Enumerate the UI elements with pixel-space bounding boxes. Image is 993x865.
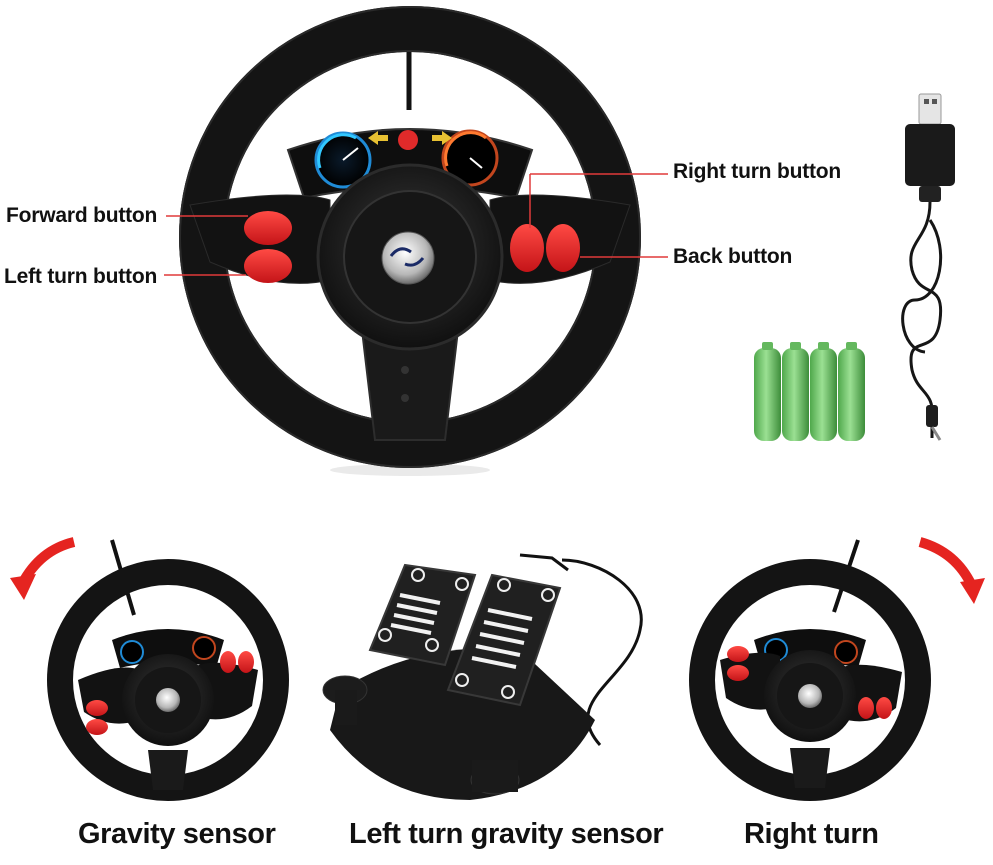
left-turn-button-label: Left turn button [4, 265, 158, 288]
battery-icon [782, 342, 809, 441]
pedal-icon [446, 573, 562, 707]
forward-button-label: Forward button [6, 204, 158, 227]
caption-left-turn-gravity-sensor: Left turn gravity sensor [349, 818, 664, 850]
battery-pack [754, 342, 865, 441]
back-button[interactable] [546, 224, 580, 272]
usb-cable [901, 93, 955, 441]
rotate-left-arrow-icon [10, 537, 76, 600]
battery-icon [838, 342, 865, 441]
pedal-unit [322, 553, 643, 800]
left-turn-button[interactable] [244, 249, 292, 283]
right-turn-button-label: Right turn button [673, 160, 842, 183]
battery-icon [754, 342, 781, 441]
forward-button[interactable] [244, 211, 292, 245]
battery-icon [810, 342, 837, 441]
pedal-icon [368, 563, 477, 667]
back-button-label: Back button [673, 245, 793, 268]
right-turn-wheel [689, 539, 931, 801]
right-turn-button[interactable] [510, 224, 544, 272]
caption-gravity-sensor: Gravity sensor [78, 818, 276, 850]
caption-right-turn: Right turn [744, 818, 879, 850]
rotate-right-arrow-icon [918, 537, 985, 604]
gravity-sensor-wheel [47, 539, 289, 801]
callout-lines [164, 173, 668, 276]
main-steering-wheel [164, 6, 668, 476]
